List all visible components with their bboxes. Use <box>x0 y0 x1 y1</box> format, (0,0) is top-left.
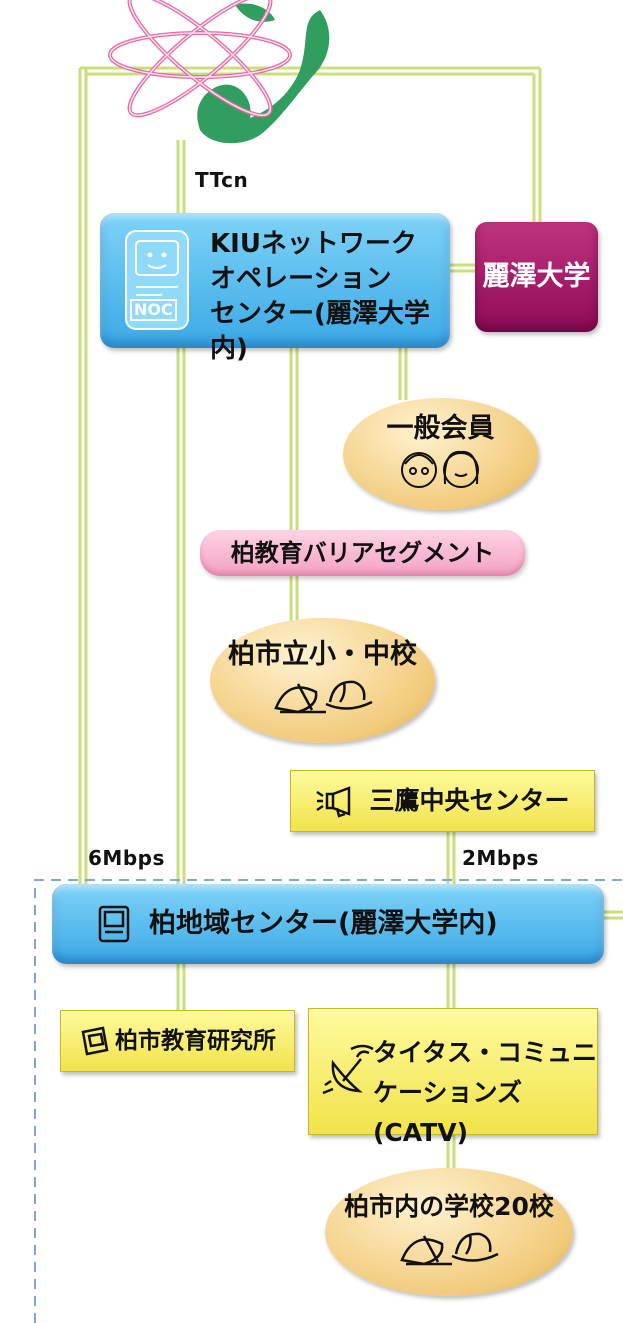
catv-text: タイタス・コミュニ ケーションズ(CATV) <box>373 1033 597 1153</box>
speed-left-label: 6Mbps <box>88 846 165 870</box>
people-faces-icon <box>400 450 479 488</box>
city-schools-label: 柏市立小・中校 <box>228 639 417 670</box>
segment-box: 柏教育バリアセグメント <box>200 530 525 576</box>
noc-line-3: センター(麗澤大学内) <box>210 299 430 364</box>
ttcn-label: TTcn <box>195 168 249 192</box>
noc-icon-label: NOC <box>130 299 177 321</box>
speed-right-label: 2Mbps <box>462 846 539 870</box>
mitaka-box: 三鷹中央センター <box>290 770 595 832</box>
satellite-dish-icon <box>322 1044 374 1095</box>
general-members-ellipse: 一般会員 <box>343 398 538 510</box>
network-logo <box>108 0 330 144</box>
mitaka-label: 三鷹中央センター <box>369 786 570 815</box>
kashiwa-center-label: 柏地域センター(麗澤大学内) <box>149 908 498 939</box>
noc-computer-icon <box>125 230 189 330</box>
school-hats-icon <box>400 1232 499 1266</box>
catv-line-2: ケーションズ(CATV) <box>373 1078 523 1147</box>
edu-institute-box: 柏市教育研究所 <box>60 1010 295 1072</box>
schools20-label: 柏市内の学校20校 <box>344 1192 554 1221</box>
city-schools-ellipse: 柏市立小・中校 <box>210 618 435 743</box>
noc-box: NOC KIUネットワーク オペレーション センター(麗澤大学内) <box>100 213 450 364</box>
edu-institute-label: 柏市教育研究所 <box>115 1028 276 1054</box>
school-hats-icon <box>273 680 373 714</box>
megaphone-icon <box>316 786 351 818</box>
schools20-ellipse: 柏市内の学校20校 <box>325 1168 573 1296</box>
noc-text: KIUネットワーク オペレーション センター(麗澤大学内) <box>210 227 450 367</box>
dashed-region-border <box>34 879 623 1323</box>
noc-line-2: オペレーション <box>210 264 392 294</box>
reitaku-label: 麗澤大学 <box>482 261 591 292</box>
segment-label: 柏教育バリアセグメント <box>230 539 495 567</box>
notebook-icon <box>81 1026 109 1056</box>
noc-line-1: KIUネットワーク <box>210 229 417 259</box>
reitaku-box: 麗澤大学 <box>475 222 598 332</box>
catv-line-1: タイタス・コミュニ <box>373 1038 598 1067</box>
kashiwa-center-box: 柏地域センター(麗澤大学内) <box>52 884 604 964</box>
map-shape-icon <box>197 10 330 144</box>
catv-box: タイタス・コミュニ ケーションズ(CATV) <box>308 1008 598 1147</box>
general-members-label: 一般会員 <box>386 413 495 444</box>
monitor-icon <box>98 905 130 943</box>
